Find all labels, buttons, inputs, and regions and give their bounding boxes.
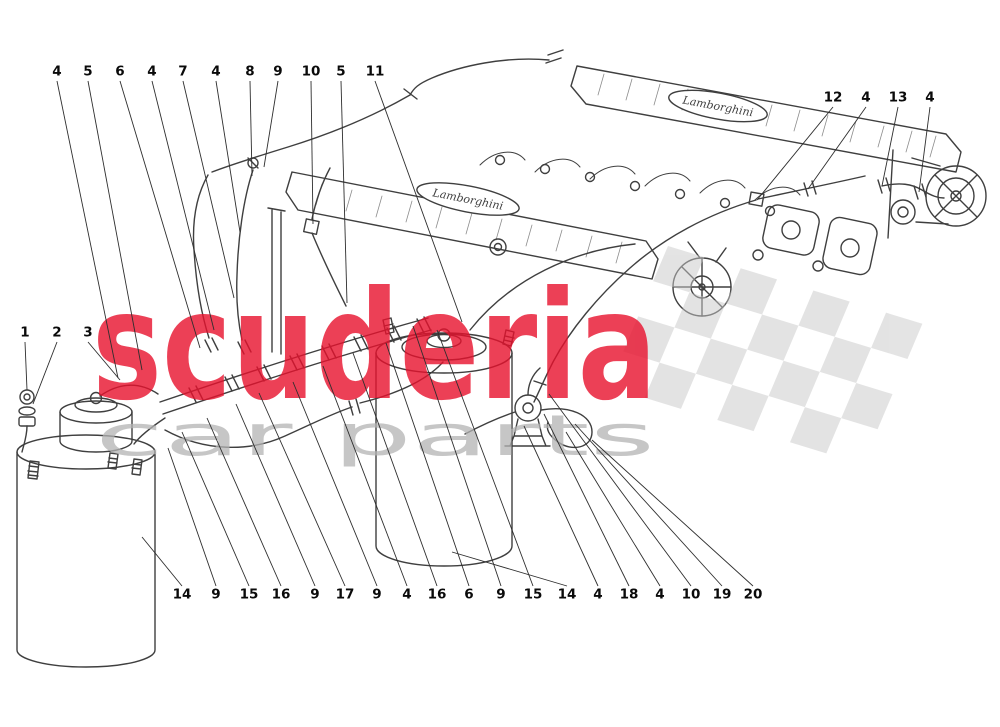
banjo-fitting <box>19 389 35 405</box>
leader-line-1 <box>24 341 28 391</box>
leader-line-8 <box>249 80 253 177</box>
leader-line-4 <box>215 80 241 233</box>
leader-line-4 <box>56 80 119 379</box>
leader-line-10 <box>310 80 314 225</box>
leader-line-19 <box>574 423 723 587</box>
leader-line-5 <box>340 80 348 304</box>
rail-unions <box>188 316 432 403</box>
leader-line-5 <box>87 80 143 371</box>
leader-line-4 <box>322 365 408 587</box>
leader-line-16 <box>352 352 438 587</box>
leader-line-12 <box>756 106 834 201</box>
leader-line-9 <box>167 447 217 587</box>
intake-plenum <box>570 65 962 173</box>
leader-line-17 <box>258 392 346 587</box>
leader-line-4 <box>565 431 661 587</box>
leader-line-14 <box>141 536 183 587</box>
cam-cover-badge-oval <box>416 182 520 216</box>
intake-runners <box>479 151 801 201</box>
leader-line-18 <box>543 413 630 587</box>
leader-line-4 <box>807 106 867 190</box>
leader-line-6 <box>119 80 201 349</box>
plenum-badge-oval <box>668 89 768 123</box>
leader-line-9 <box>292 381 378 587</box>
leader-line-9 <box>235 403 316 587</box>
engine-line-art <box>16 49 987 668</box>
leader-line-15 <box>436 329 534 587</box>
leader-line-4 <box>918 106 931 193</box>
leader-line-9 <box>263 80 279 168</box>
cam-cover <box>285 171 659 280</box>
leader-line-15 <box>181 431 250 587</box>
leader-line-10 <box>548 393 692 587</box>
leader-line-20 <box>591 439 754 587</box>
leader-line-3 <box>87 341 121 381</box>
leader-line-16 <box>206 417 282 587</box>
leader-line-7 <box>182 80 235 299</box>
right-feed-hose <box>533 199 757 403</box>
leader-line-11 <box>374 80 463 323</box>
leader-line-6 <box>385 342 470 587</box>
breather-pipe <box>403 49 564 100</box>
leader-line-9 <box>412 325 502 587</box>
watermark-primary: scuderia <box>92 260 657 434</box>
leader-line-4 <box>523 425 599 587</box>
leader-line-13 <box>881 106 899 187</box>
leader-line-4 <box>151 80 215 331</box>
leader-line-2 <box>32 341 58 405</box>
callout-leader-lines <box>24 80 931 587</box>
leader-line-14 <box>451 551 568 587</box>
checkered-flag-watermark <box>623 245 923 454</box>
